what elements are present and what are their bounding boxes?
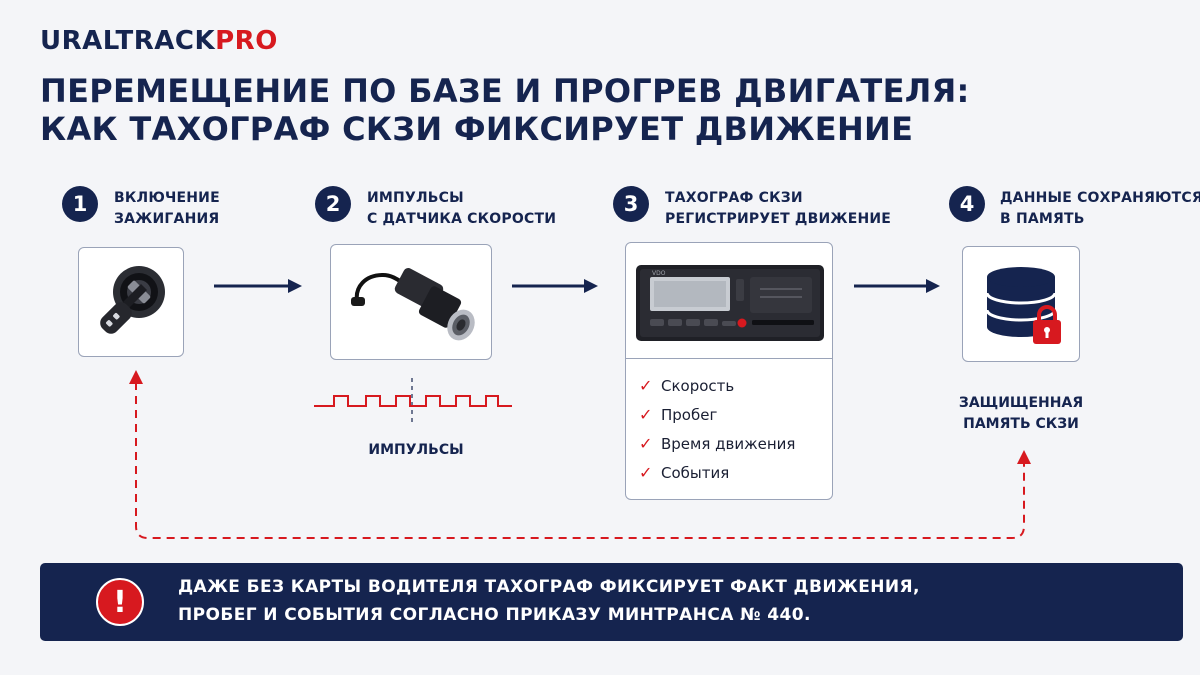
brand-logo: URALTRACKPRO	[40, 26, 278, 56]
step-4-label-line1: Данные сохраняются	[1000, 190, 1200, 206]
step-3-label-line1: Тахограф СКЗИ	[665, 190, 803, 206]
brand-accent: PRO	[215, 26, 278, 56]
checklist-item-label: Пробег	[661, 405, 718, 424]
step-4-label-line2: в память	[1000, 211, 1085, 227]
memory-label: ЗАЩИЩЕННАЯ ПАМЯТЬ СКЗИ	[951, 393, 1091, 435]
check-icon: ✓	[639, 463, 653, 482]
step-3-badge: 3	[613, 186, 649, 222]
step-1-label-line2: зажигания	[114, 211, 220, 227]
ignition-card	[78, 247, 184, 357]
tachograph-icon: VDO	[636, 265, 824, 341]
flow-arrow-1	[214, 279, 302, 293]
step-2-label-line1: Импульсы	[367, 190, 464, 206]
flow-arrow-3	[854, 279, 940, 293]
checklist-item-label: События	[661, 463, 730, 482]
checklist-item: ✓ Время движения	[639, 429, 795, 458]
page-title-line1: ПЕРЕМЕЩЕНИЕ ПО БАЗЕ И ПРОГРЕВ ДВИГАТЕЛЯ:	[40, 72, 970, 110]
database-lock-icon	[985, 267, 1061, 344]
pulses-label: ИМПУЛЬСЫ	[368, 442, 464, 458]
notice-banner	[40, 563, 1183, 641]
tachograph-brand-mark: VDO	[652, 270, 666, 277]
tachograph-checklist: ✓ Скорость ✓ Пробег ✓ Время движения ✓ Событ…	[639, 371, 795, 487]
step-2-label: Импульсы с датчика скорости	[367, 188, 556, 230]
page-title: ПЕРЕМЕЩЕНИЕ ПО БАЗЕ И ПРОГРЕВ ДВИГАТЕЛЯ:…	[40, 72, 970, 148]
step-1-label: Включение зажигания	[114, 188, 220, 230]
speed-sensor-icon	[351, 268, 475, 341]
step-2-label-line2: с датчика скорости	[367, 211, 557, 227]
checklist-item: ✓ Скорость	[639, 371, 795, 400]
flow-arrow-2	[512, 279, 598, 293]
check-icon: ✓	[639, 376, 653, 395]
checklist-item: ✓ Пробег	[639, 400, 795, 429]
step-4-label: Данные сохраняются в память	[1000, 188, 1200, 230]
step-1-badge: 1	[62, 186, 98, 222]
step-4-badge: 4	[949, 186, 985, 222]
memory-label-line1: ЗАЩИЩЕННАЯ	[958, 395, 1084, 411]
step-1-label-line1: Включение	[114, 190, 220, 206]
warning-icon: !	[96, 578, 144, 626]
step-2-badge: 2	[315, 186, 351, 222]
pulse-waveform	[314, 378, 512, 422]
memory-card	[962, 246, 1080, 362]
notice-line1: ДАЖЕ БЕЗ КАРТЫ ВОДИТЕЛЯ ТАХОГРАФ ФИКСИРУ…	[178, 577, 920, 597]
brand-name: URALTRACK	[40, 26, 216, 56]
checklist-item-label: Скорость	[661, 376, 735, 395]
notice-text: ДАЖЕ БЕЗ КАРТЫ ВОДИТЕЛЯ ТАХОГРАФ ФИКСИРУ…	[178, 573, 920, 629]
check-icon: ✓	[639, 434, 653, 453]
tachograph-card: VDO ✓ Скорость ✓ Пробег ✓ Время движения ✓ С…	[625, 242, 833, 500]
check-icon: ✓	[639, 405, 653, 424]
checklist-item: ✓ События	[639, 458, 795, 487]
speed-sensor-card	[330, 244, 492, 360]
memory-label-line2: ПАМЯТЬ СКЗИ	[963, 416, 1079, 432]
notice-line2: ПРОБЕГ И СОБЫТИЯ СОГЛАСНО ПРИКАЗУ МИНТРА…	[178, 605, 811, 625]
step-3-label-line2: регистрирует движение	[665, 211, 892, 227]
card-divider	[626, 358, 832, 359]
feedback-loop-arrow	[129, 370, 1031, 539]
checklist-item-label: Время движения	[661, 434, 796, 453]
page-title-line2: КАК ТАХОГРАФ СКЗИ ФИКСИРУЕТ ДВИЖЕНИЕ	[40, 110, 914, 148]
ignition-key-icon	[100, 266, 165, 334]
step-3-label: Тахограф СКЗИ регистрирует движение	[665, 188, 891, 230]
